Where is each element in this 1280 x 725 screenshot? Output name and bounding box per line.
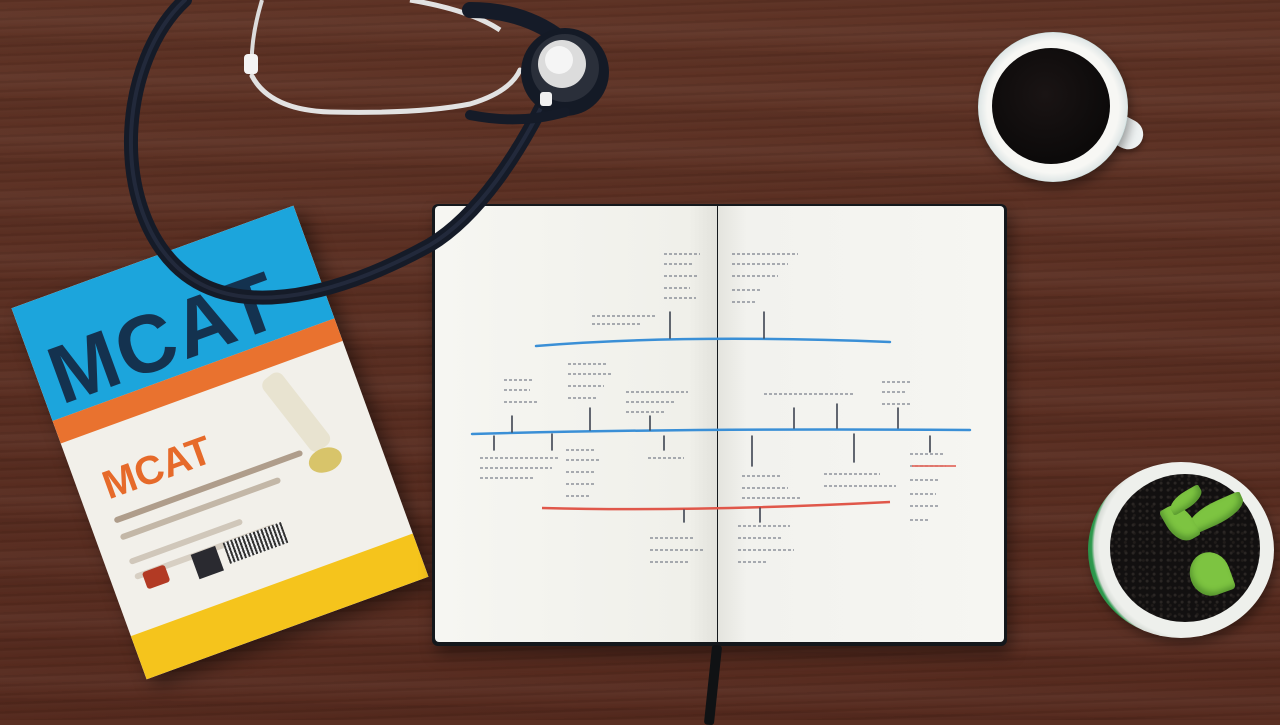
- notebook-right-page: [718, 206, 1004, 642]
- plant-pot-icon: [1088, 462, 1274, 638]
- coffee: [992, 48, 1110, 164]
- timeline-diagram: [470, 253, 972, 563]
- open-notebook: [432, 204, 1007, 646]
- book-cover-illustration: [259, 369, 334, 455]
- barcode: [222, 521, 289, 564]
- timeline-line-middle: [470, 428, 972, 436]
- notebook-left-page: [435, 206, 717, 642]
- stethoscope-icon: [124, 0, 609, 305]
- timeline-line-top: [534, 337, 892, 348]
- book-title-middle: MCAT: [96, 428, 218, 508]
- timeline-line-bottom: [541, 500, 891, 511]
- coffee-cup-icon: [978, 32, 1149, 184]
